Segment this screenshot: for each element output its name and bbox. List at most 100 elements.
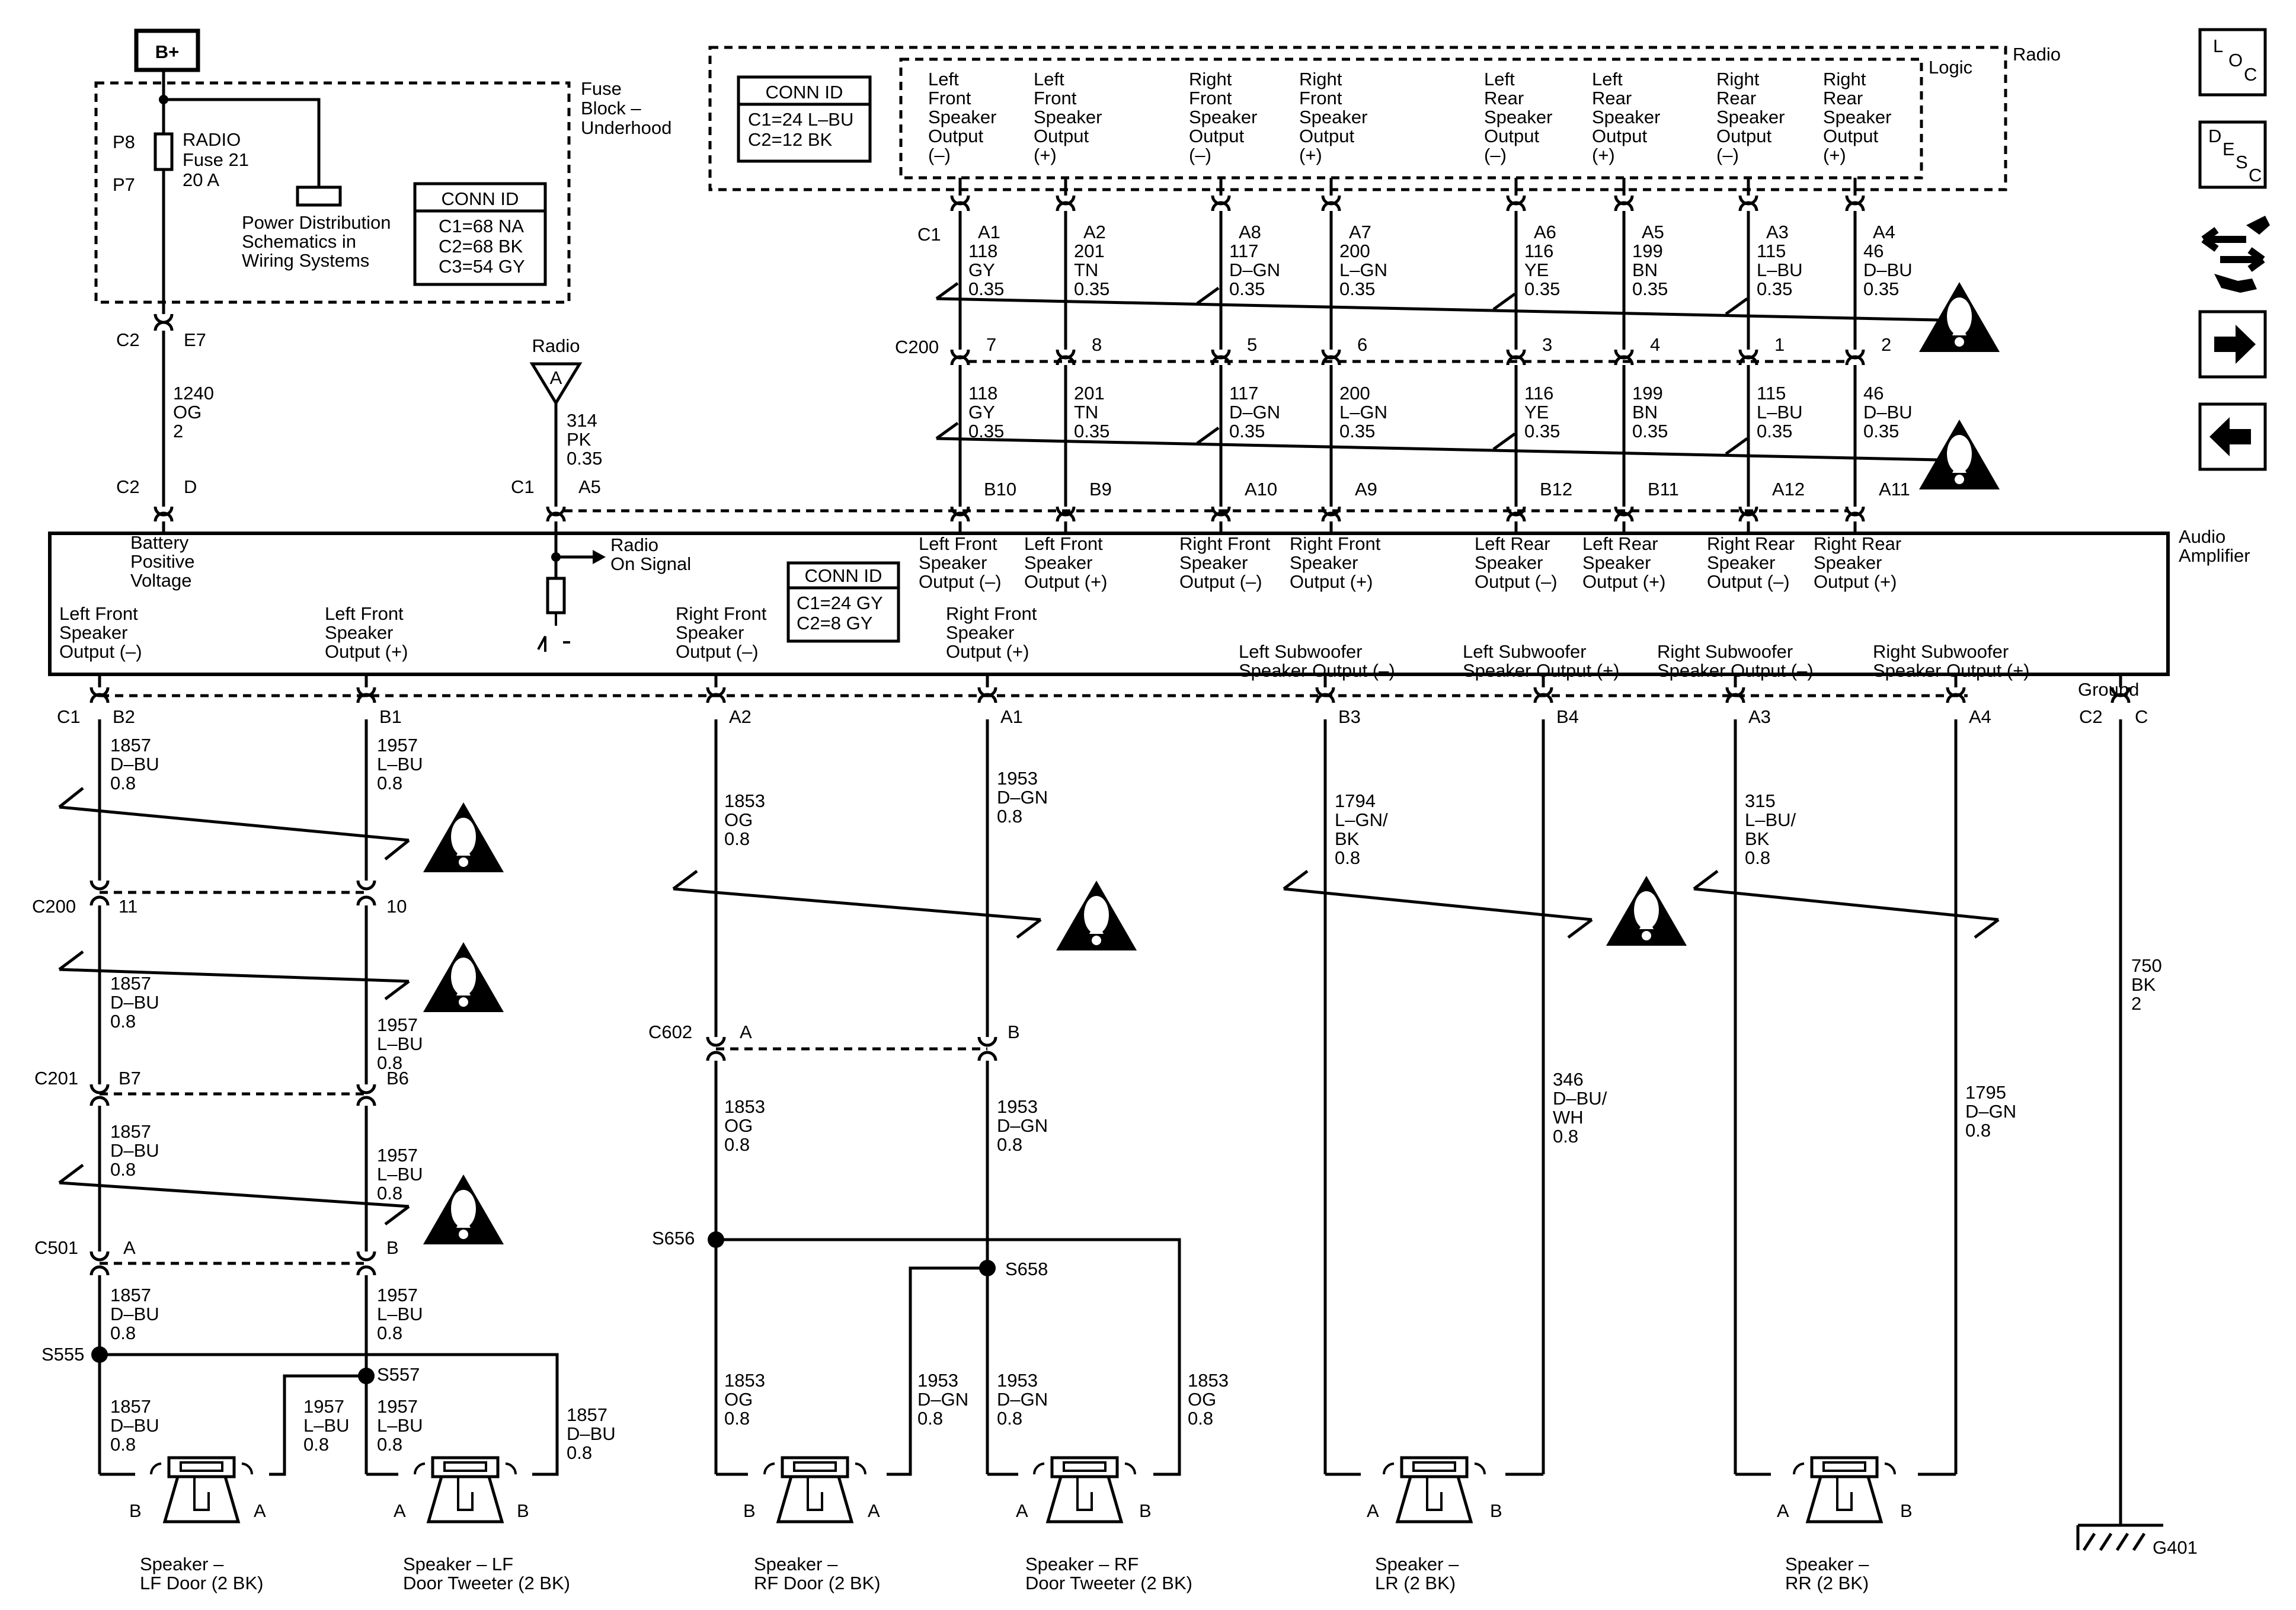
amp-output-5-line-1: Left Subwoofer [1239,641,1363,662]
rf-wire-5-3: 0.8 [724,1408,750,1429]
amp-radio-on-1: Radio [610,534,658,555]
lf-wire-4-3: 0.8 [377,1052,402,1073]
lf-wire-11-1: 1957 [377,1396,418,1417]
wire-750-number: 750 [2131,955,2162,976]
pds-note-1: Power Distribution [242,212,391,233]
radio-output-5-line-4: Output [1484,126,1539,146]
amp-out-c1: C1 [57,706,81,727]
rf-door-speaker-label-2: RF Door (2 BK) [754,1573,881,1593]
amp-input-3-line-2: Speaker [1179,552,1248,573]
lf-wire-5-1: 1857 [110,1121,151,1142]
rf-wire-7-1: 1953 [997,1370,1038,1391]
lf-wire-2-2: L–BU [377,754,423,774]
amp-output-4-line-1: Right Front [946,603,1037,624]
lf-wire-6-1: 1957 [377,1145,418,1166]
amp-radio-on-2: On Signal [610,553,691,574]
rf-wire-3-2: OG [724,1115,753,1136]
radio-wire-bottom-1-1: 118 [968,383,997,404]
wire-1240-color: OG [173,402,202,422]
rf-wire-3-3: 0.8 [724,1134,750,1155]
radio-c1-pin-A6: A6 [1534,222,1556,242]
arrow-left-icon [2209,417,2251,456]
radio-output-3-line-4: Output [1189,126,1244,146]
amp-output-7-line-1: Right Subwoofer [1657,641,1793,662]
conn-d-amp-label: D [184,476,197,497]
radio-wire-top-5-3: 0.35 [1524,279,1560,299]
radio-output-8-line-5: (+) [1823,145,1846,165]
amp-output-6-line-1: Left Subwoofer [1463,641,1587,662]
rr-wire-1-3: BK [1745,828,1770,849]
lf-wire-10-3: 0.8 [303,1434,329,1455]
amp-c1-pin-A12: A12 [1772,479,1805,500]
amp-out-pin-3: A2 [729,706,752,727]
radio-wire-top-8-3: 0.35 [1863,279,1899,299]
radio-output-8-line-2: Rear [1823,88,1863,108]
radio-wire-top-5-2: YE [1524,260,1549,280]
c200-radio-pin-2: 2 [1881,334,1891,355]
radio-output-4-line-5: (+) [1299,145,1322,165]
lf-wire-10-1: 1957 [303,1396,344,1417]
b-plus-box [134,28,200,72]
lf-splice-s555: S555 [41,1344,84,1365]
amp-battery-3: Voltage [130,570,191,591]
amp-input-5-line-3: Output (–) [1475,571,1558,592]
amp-title-1: Audio [2179,526,2225,547]
radio-on-signal-wire: Radio A 314 PK 0.35 C1 A5 [511,335,602,533]
radio-wire-bottom-8-2: D–BU [1863,402,1913,422]
rf-wire-5-2: OG [724,1389,753,1410]
lf-c200-pin-10: 10 [386,896,407,917]
radio-output-1-line-5: (–) [928,145,951,165]
rf-tweeter-pin-b: B [1139,1500,1152,1521]
amp-input-2-line-3: Output (+) [1024,571,1107,592]
c200-radio-label: C200 [895,337,939,357]
amp-output-3-line-3: Output (–) [676,641,759,662]
rf-wire-4-1: 1953 [997,1096,1038,1117]
amp-output-4-line-3: Output (+) [946,641,1029,662]
rf-wire-4-3: 0.8 [997,1134,1022,1155]
description-button[interactable]: D E S C [2198,120,2267,189]
wire-750-gauge: 2 [2131,993,2141,1014]
amp-output-3-line-2: Speaker [676,622,744,643]
connector-tools-button[interactable] [2201,216,2270,293]
lr-pin-a: A [1367,1500,1379,1521]
lf-wire-9-1: 1857 [110,1396,151,1417]
radio-output-6-line-5: (+) [1592,145,1615,165]
lf-c201-label: C201 [34,1068,78,1089]
radio-output-1-line-4: Output [928,126,983,146]
radio-output-5-line-2: Rear [1484,88,1524,108]
lf-wire-7-3: 0.8 [110,1323,136,1343]
radio-output-7-line-3: Speaker [1716,107,1785,127]
amp-c1-pin-B11: B11 [1648,479,1679,500]
radio-wire-top-8-1: 46 [1863,241,1884,261]
rf-wire-8-3: 0.8 [1188,1408,1213,1429]
radio-output-4-line-3: Speaker [1299,107,1367,127]
radio-wire-bottom-3-1: 117 [1229,383,1258,404]
amp-output-1-line-3: Output (–) [59,641,142,662]
radio-wire-bottom-3-2: D–GN [1229,402,1280,422]
radio-output-8-line-4: Output [1823,126,1878,146]
radio-module: Radio Logic CONN ID C1=24 L–BU C2=12 BK [708,44,2061,191]
radio-output-7-line-1: Right [1716,69,1760,89]
lf-door-speaker-label-2: LF Door (2 BK) [140,1573,263,1593]
fuse-block-label-2: Block – [581,98,641,119]
amp-out-pin-7: A3 [1748,706,1771,727]
c200-radio-pin-7: 7 [986,334,996,355]
fuse-conn-line-2: C2=68 BK [439,236,523,257]
radio-wire-bottom-4-2: L–GN [1339,402,1387,422]
wire-1240-gauge: 2 [173,421,183,441]
radio-conn-id-box [737,75,872,163]
c200-radio-pin-5: 5 [1247,334,1257,355]
amp-output-3-line-1: Right Front [676,603,767,624]
fuse-block-label-1: Fuse [581,78,622,99]
next-page-button[interactable] [2198,310,2267,379]
rf-wire-1-2: OG [724,809,753,830]
previous-page-button[interactable] [2198,402,2267,471]
amp-c1-pin-B12: B12 [1540,479,1572,500]
lf-c501-pin-a: A [123,1237,136,1258]
radio-c1-pin-A8: A8 [1239,222,1261,242]
lr-wire-1-2: L–GN/ [1335,809,1388,830]
amp-out-pin-8: A4 [1969,706,1991,727]
location-button[interactable]: L O C [2198,28,2267,97]
radio-wire-top-6-3: 0.35 [1632,279,1668,299]
